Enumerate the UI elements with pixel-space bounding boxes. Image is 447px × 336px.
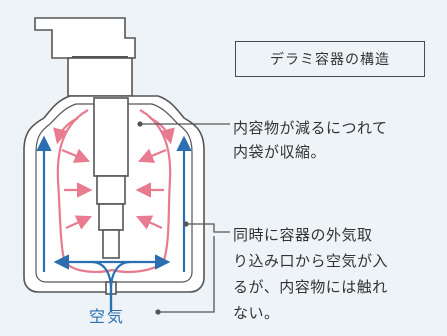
diagram-title: デラミ容器の構造 — [235, 41, 425, 77]
air-intake-caption: 同時に容器の外気取 り込み口から空気が入 るが、内容物には触れ ない。 — [233, 226, 389, 322]
pump-bottle-icon — [23, 17, 205, 295]
air-label: 空気 — [89, 307, 126, 326]
inner-bag-caption: 内容物が減るにつれて 内袋が収縮。 — [233, 119, 388, 161]
